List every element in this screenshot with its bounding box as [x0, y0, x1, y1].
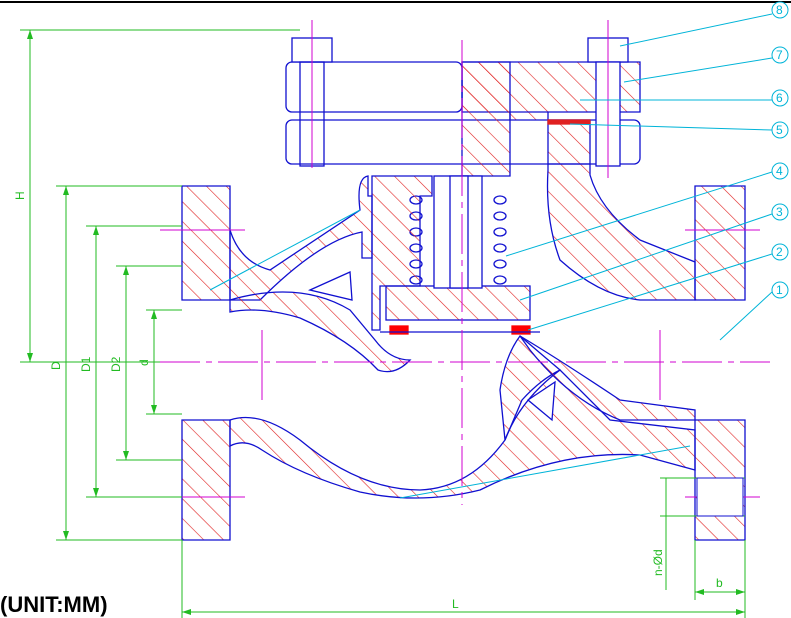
- dim-d: d: [137, 359, 151, 366]
- callout-leaders: [209, 13, 773, 499]
- seal-ring-left: [389, 325, 409, 335]
- void-left: [307, 271, 353, 301]
- callout-8: 8: [776, 3, 783, 17]
- stem-guide: [461, 61, 511, 177]
- outlet-wall: [519, 335, 696, 421]
- disc-stem: [449, 175, 469, 289]
- callout-2: 2: [776, 245, 783, 259]
- inlet-wall: [229, 291, 412, 373]
- dim-nd: n-Ød: [651, 549, 665, 576]
- callout-6: 6: [776, 91, 783, 105]
- callout-numbers: 8 7 6 5 4 3 2 1: [776, 3, 783, 297]
- upper-right-wall: [546, 121, 696, 301]
- disc: [385, 285, 531, 321]
- callout-circles: [771, 1, 789, 299]
- bottom-bowl: [229, 369, 696, 499]
- dim-H: H: [13, 191, 27, 200]
- disc-assembly: [371, 175, 540, 335]
- void-right: [526, 380, 556, 422]
- bonnet: [285, 37, 641, 177]
- dimension-arrows: [27, 30, 745, 615]
- seal-ring-right: [511, 325, 531, 335]
- dim-b: b: [716, 576, 723, 590]
- dim-D2: D2: [109, 356, 123, 372]
- dim-L: L: [452, 597, 459, 611]
- body-flange-hatched: [547, 119, 591, 165]
- left-flange: [181, 185, 231, 541]
- callout-1: 1: [776, 283, 783, 297]
- callout-7: 7: [776, 48, 783, 62]
- dimension-lines: [20, 29, 746, 618]
- dim-D: D: [49, 361, 63, 370]
- dim-D1: D1: [79, 356, 93, 372]
- gasket: [547, 119, 591, 125]
- callout-5: 5: [776, 123, 783, 137]
- spring-right: [493, 195, 507, 285]
- unit-title: (UNIT:MM): [0, 592, 108, 617]
- callout-3: 3: [776, 205, 783, 219]
- spring-guide: [371, 175, 433, 331]
- callout-4: 4: [776, 164, 783, 178]
- upper-left-wall: [229, 175, 373, 301]
